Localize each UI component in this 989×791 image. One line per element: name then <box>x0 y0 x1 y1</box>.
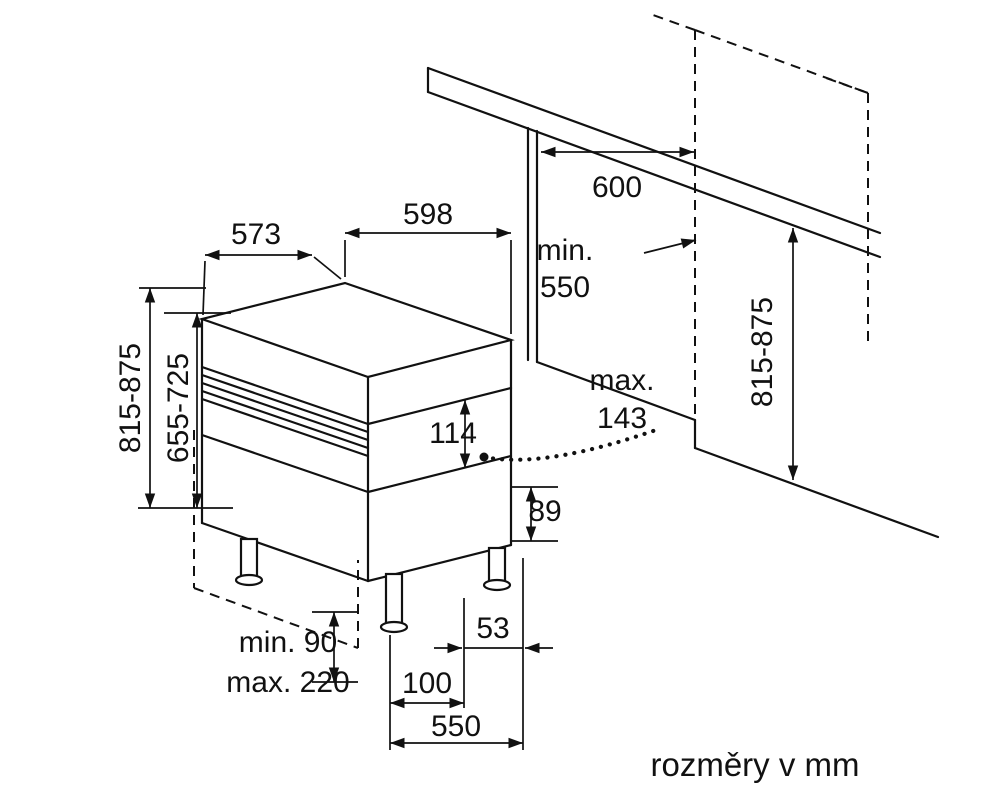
dim-niche-width: 600 <box>541 146 694 204</box>
dim-label-rear-foot-offset: 53 <box>476 612 509 645</box>
dim-label-niche-depth-prefix: min. <box>537 234 594 267</box>
dim-label-plinth-min: min. 90 <box>239 626 337 659</box>
dim-label-door-clearance-prefix: max. <box>589 364 654 397</box>
niche-outline <box>652 14 869 418</box>
dim-label-appliance-width: 598 <box>403 198 453 231</box>
worktop <box>426 66 882 259</box>
adjustable-feet <box>234 537 512 634</box>
dim-control-panel-height: 114 <box>429 400 477 468</box>
dim-door-clearance: max. 143 <box>479 364 659 462</box>
dim-label-door-clearance-value: 143 <box>597 402 647 435</box>
dim-appliance-depth: 573 <box>202 218 342 316</box>
dim-appliance-width: 598 <box>344 198 512 334</box>
cabinet-side-panel <box>526 126 940 539</box>
dim-label-niche-depth-value: 550 <box>540 271 590 304</box>
base-extension-lines <box>389 558 524 750</box>
dim-label-base-depth: 550 <box>431 710 481 743</box>
dim-rear-foot-offset: 53 <box>434 612 553 654</box>
dim-label-appliance-depth: 573 <box>231 218 281 251</box>
dim-base-corner-height: 89 <box>512 486 562 542</box>
dim-appliance-height: 815-875 <box>114 287 233 509</box>
dim-label-furniture-door-height: 655-725 <box>162 353 195 463</box>
dim-label-plinth-recess-depth: 100 <box>402 667 452 700</box>
dim-label-niche-width: 600 <box>592 171 642 204</box>
dim-label-control-panel-height: 114 <box>429 417 477 450</box>
dim-niche-depth: min. 550 <box>537 234 697 304</box>
dim-base-depth: 550 <box>390 710 523 749</box>
dim-label-appliance-height: 815-875 <box>114 343 147 453</box>
dishwasher-body <box>198 281 515 583</box>
dim-plinth-recess-depth: 100 <box>390 667 464 709</box>
dim-niche-height: 815-875 <box>746 228 799 480</box>
dim-plinth-height: min. 90 max. 220 <box>226 611 358 699</box>
dim-label-base-corner-height: 89 <box>528 495 561 528</box>
dim-furniture-door-height: 655-725 <box>162 312 231 508</box>
diagram-caption: rozměry v mm <box>651 746 860 783</box>
control-panel-stripes <box>200 373 370 458</box>
dim-label-niche-height: 815-875 <box>746 297 779 407</box>
